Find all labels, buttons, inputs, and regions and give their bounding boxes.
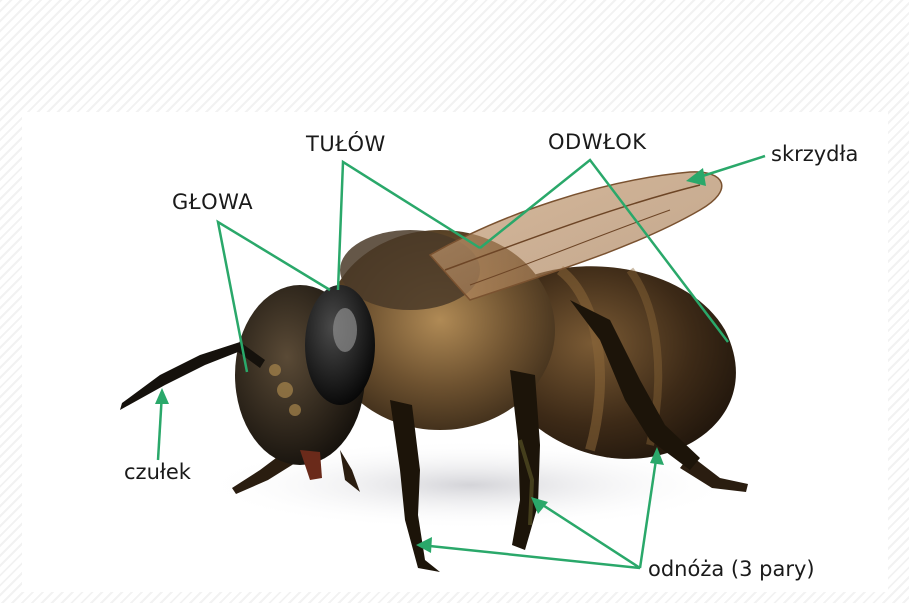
head-label: GŁOWA [172, 190, 253, 214]
antenna-label: czułek [124, 460, 191, 484]
abdomen-label: ODWŁOK [548, 130, 647, 154]
legs-label: odnóża (3 pary) [648, 557, 815, 581]
wings-label: skrzydła [771, 142, 858, 166]
eye-highlight [333, 308, 357, 352]
thorax-label: TUŁÓW [306, 132, 386, 156]
antenna-arrowhead [155, 388, 169, 404]
